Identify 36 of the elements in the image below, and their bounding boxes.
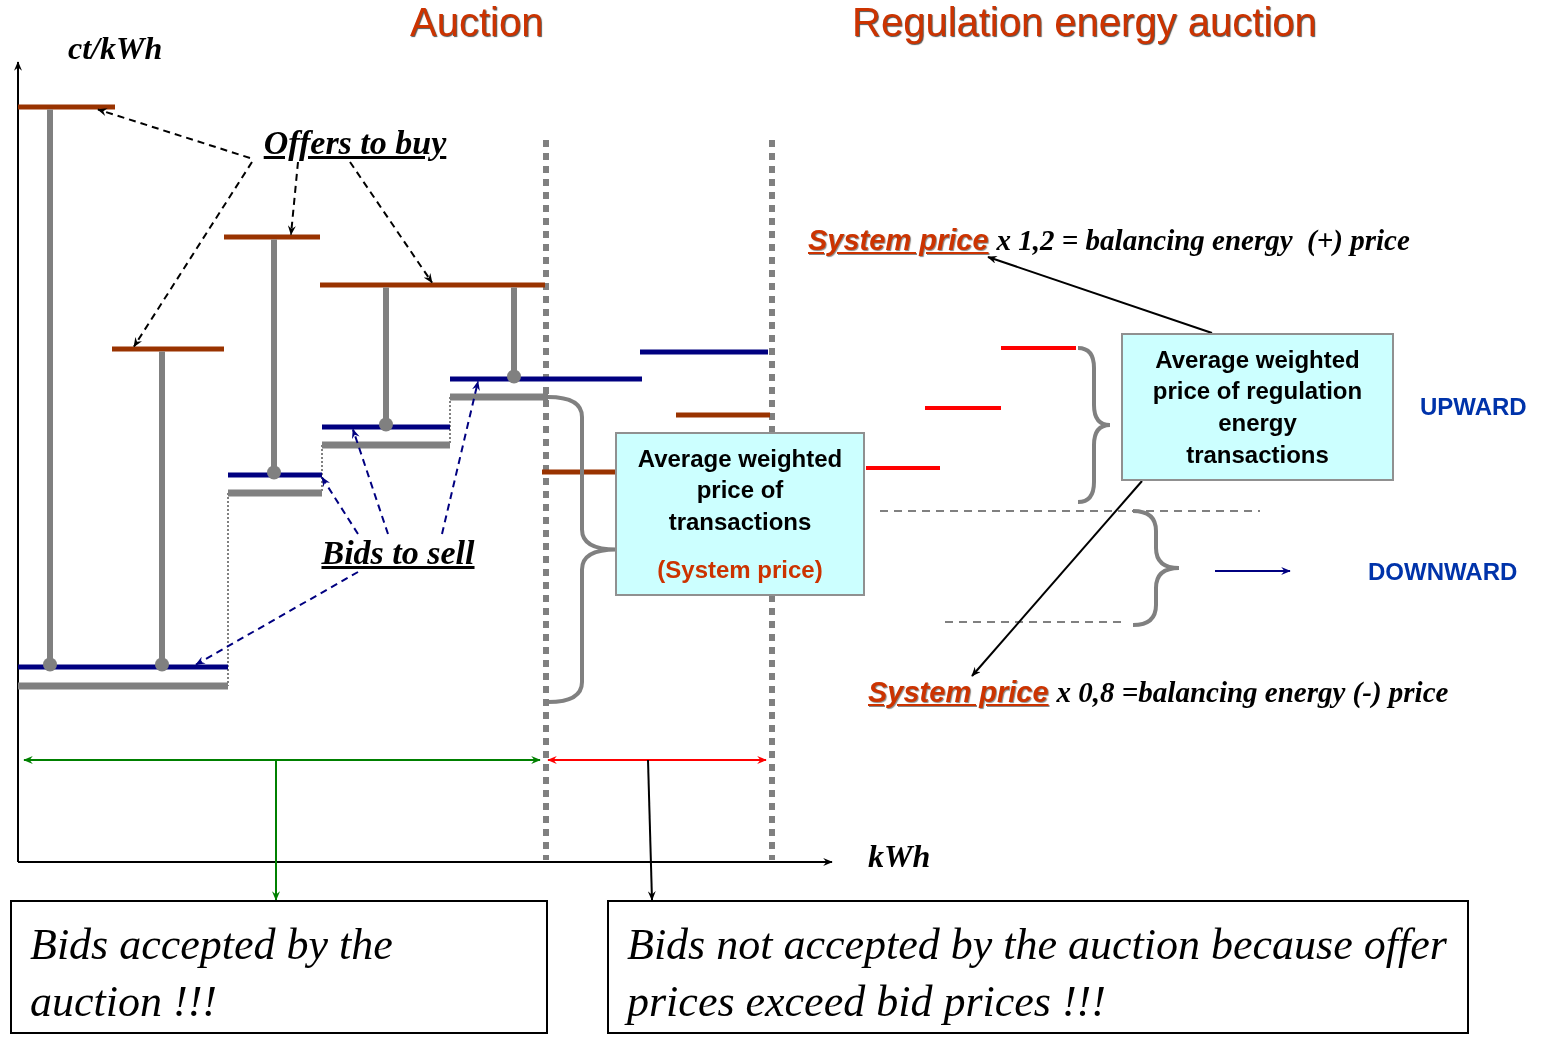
arrow — [349, 161, 433, 284]
callout-label: Offers to buy — [250, 124, 460, 162]
section-title: Auction — [410, 0, 544, 45]
arrow — [195, 571, 359, 666]
direction-label: DOWNWARD — [1368, 558, 1518, 586]
arrow — [987, 256, 1213, 334]
note-box: Bids accepted by the auction !!! — [10, 900, 548, 1034]
leader-line — [272, 759, 280, 901]
formula-text: x 1,2 = balancing energy (+) price — [996, 224, 1410, 256]
text-box — [1121, 333, 1394, 481]
text-box — [615, 432, 865, 596]
formula-text: x 0,8 =balancing energy (-) price — [1056, 676, 1449, 708]
leader-line — [647, 759, 656, 901]
arrow — [287, 161, 299, 236]
direction-label: UPWARD — [1420, 393, 1527, 421]
match-stem — [507, 287, 521, 384]
arrow — [97, 108, 251, 159]
arrow — [352, 428, 389, 535]
box-subtitle: (System price) — [657, 554, 823, 585]
box-text: Average weighted price of regulation energy transactions — [1151, 344, 1364, 470]
match-stem — [43, 109, 57, 672]
note-box: Bids not accepted by the auction because offer prices exceed bid prices !!! — [607, 900, 1469, 1034]
axis-label: kWh — [868, 838, 931, 875]
axis-label: ct/kWh — [68, 30, 163, 67]
match-stem — [155, 351, 169, 672]
term-label: System price — [868, 676, 1049, 708]
section-title: Regulation energy auction — [852, 0, 1317, 45]
arrow — [441, 380, 480, 535]
callout-label: Bids to sell — [308, 534, 488, 572]
arrow — [321, 476, 359, 535]
term-label: System price — [808, 224, 989, 256]
match-stem — [379, 287, 393, 432]
arrow — [971, 480, 1143, 677]
match-stem — [267, 239, 281, 480]
arrow — [133, 161, 253, 348]
box-text: Average weighted price of transactions — [636, 443, 844, 537]
